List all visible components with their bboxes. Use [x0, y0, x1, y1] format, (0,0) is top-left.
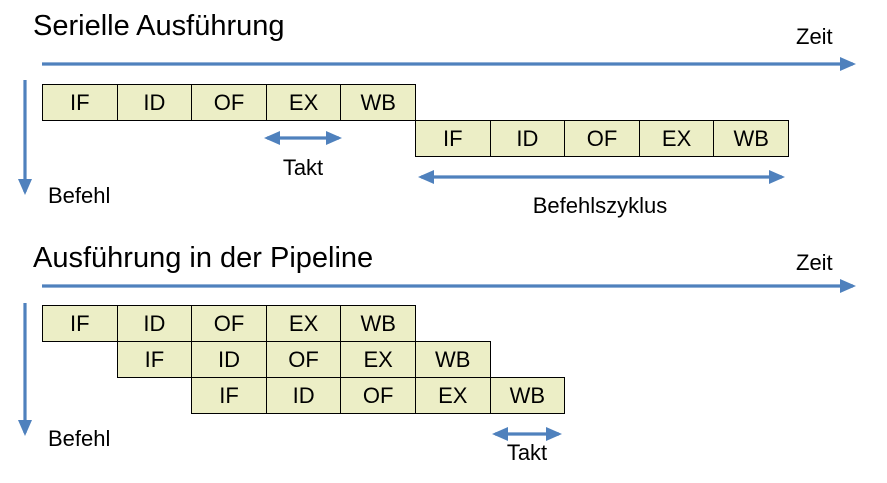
pipeline-section-title: Ausführung in der Pipeline — [33, 242, 374, 274]
stage-cell: OF — [191, 305, 267, 342]
pipeline-instruction-axis-label: Befehl — [48, 426, 111, 451]
stage-cell: EX — [414, 377, 491, 414]
stage-cell: ID — [191, 341, 267, 378]
serial-instruction-1-row: IF ID OF EX WB — [42, 84, 416, 121]
stage-cell: WB — [340, 305, 416, 342]
stage-cell: WB — [713, 120, 789, 157]
serial-section-title: Serielle Ausführung — [33, 10, 285, 42]
stage-cell: ID — [116, 305, 193, 342]
pipeline-takt-label: Takt — [506, 440, 548, 465]
stage-cell: OF — [340, 377, 416, 414]
stage-cell: IF — [415, 120, 491, 157]
stage-cell: OF — [265, 341, 342, 378]
stage-cell: EX — [265, 305, 342, 342]
serial-befehlszyklus-label: Befehlszyklus — [532, 193, 668, 218]
stage-cell: WB — [414, 341, 491, 378]
stage-cell: IF — [116, 341, 193, 378]
pipeline-instruction-3-row: IF ID OF EX WB — [191, 377, 566, 414]
pipeline-instruction-2-row: IF ID OF EX WB — [116, 341, 491, 378]
stage-cell: IF — [42, 84, 118, 121]
stage-cell: IF — [191, 377, 267, 414]
stage-cell: OF — [564, 120, 640, 157]
stage-cell: ID — [489, 120, 566, 157]
stage-cell: OF — [191, 84, 267, 121]
serial-takt-label: Takt — [282, 155, 324, 180]
stage-cell: ID — [116, 84, 193, 121]
stage-cell: EX — [638, 120, 715, 157]
pipeline-instruction-1-row: IF ID OF EX WB — [42, 305, 416, 342]
stage-cell: WB — [340, 84, 416, 121]
pipeline-time-axis-label: Zeit — [796, 250, 833, 275]
stage-cell: EX — [340, 341, 416, 378]
stage-cell: IF — [42, 305, 118, 342]
serial-instruction-2-row: IF ID OF EX WB — [415, 120, 789, 157]
serial-time-axis-label: Zeit — [796, 24, 833, 49]
stage-cell: EX — [265, 84, 342, 121]
stage-cell: WB — [489, 377, 566, 414]
serial-instruction-axis-label: Befehl — [48, 183, 111, 208]
stage-cell: ID — [265, 377, 342, 414]
